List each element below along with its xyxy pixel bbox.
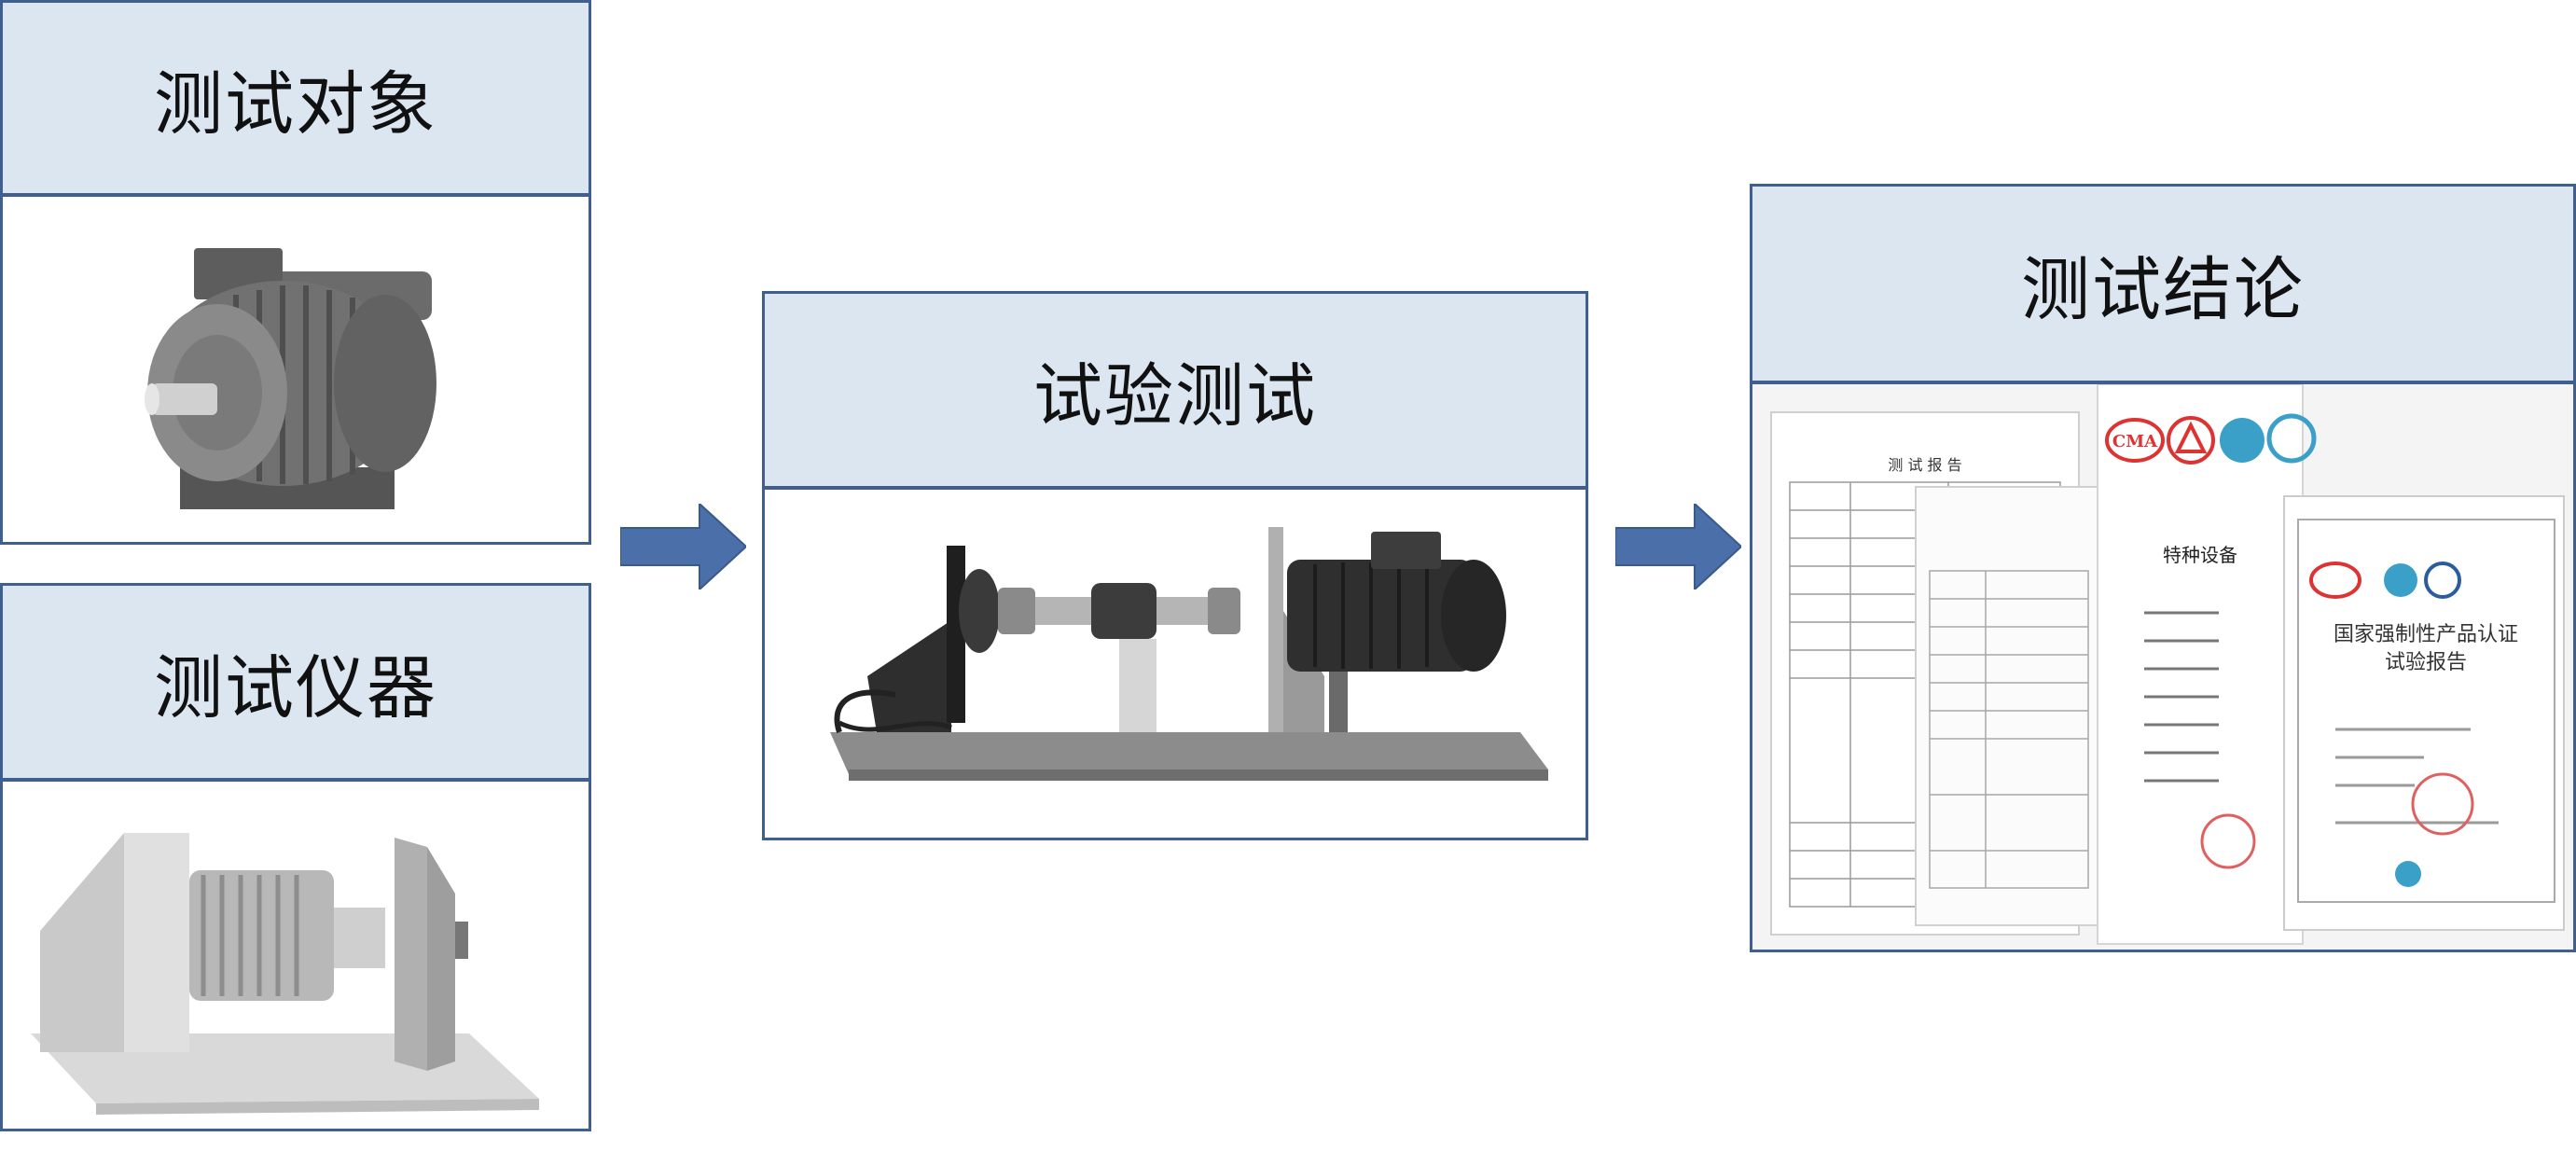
cert-title-line1: 国家强制性产品认证 <box>2334 623 2518 646</box>
motor-on-test-rig-photo <box>765 490 1586 838</box>
cma-mark: CMA <box>2112 432 2158 451</box>
test-instrument-title: 测试仪器 <box>154 647 437 728</box>
conclusion-panel: 测试结论 测 试 报 告 <box>1750 184 2576 952</box>
report-documents-illustration: 测 试 报 告 <box>1752 384 2573 950</box>
flow-arrow-2 <box>1615 504 1741 589</box>
test-bench-illustration <box>31 833 539 1115</box>
test-bench-instrument-photo <box>3 782 589 1129</box>
test-object-panel: 测试对象 <box>0 0 591 545</box>
conclusion-title: 测试结论 <box>2021 249 2305 330</box>
special-equipment-title: 特种设备 <box>2163 544 2237 566</box>
test-object-header: 测试对象 <box>3 3 589 197</box>
conclusion-header: 测试结论 <box>1752 187 2573 384</box>
experiment-header: 试验测试 <box>765 294 1586 490</box>
electric-motor-photo <box>3 197 589 542</box>
cert-title-line2: 试验报告 <box>2385 651 2467 674</box>
test-report-documents: 测 试 报 告 <box>1752 384 2573 950</box>
test-object-title: 测试对象 <box>154 63 437 145</box>
flow-arrow-1 <box>620 504 746 589</box>
electric-motor-illustration <box>145 248 436 509</box>
experiment-panel: 试验测试 <box>762 291 1588 840</box>
experiment-title: 试验测试 <box>1033 355 1317 437</box>
report-title: 测 试 报 告 <box>1888 456 1961 474</box>
test-rig-illustration <box>830 527 1548 781</box>
test-instrument-panel: 测试仪器 <box>0 583 591 1131</box>
test-instrument-header: 测试仪器 <box>3 586 589 782</box>
